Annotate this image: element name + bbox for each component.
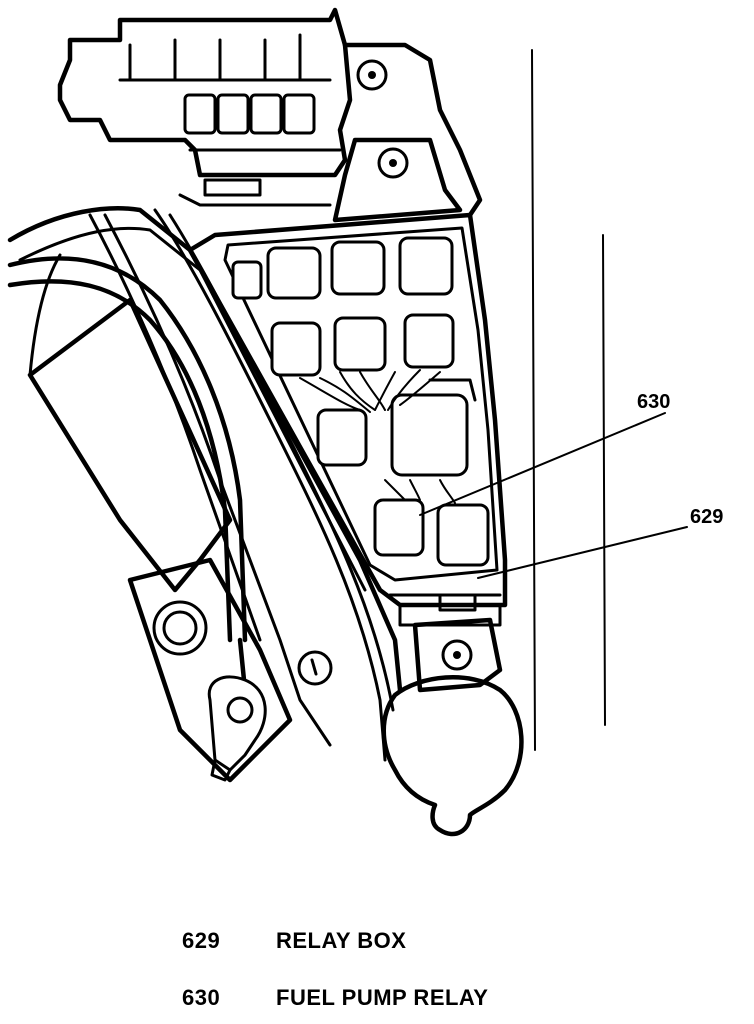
leader-629	[477, 526, 688, 579]
legend-row-629: 629 RELAY BOX	[0, 928, 754, 956]
ground-terminal	[207, 637, 267, 782]
body-panel-lines	[531, 49, 606, 751]
control-module	[27, 253, 333, 783]
callout-629: 629	[690, 506, 723, 528]
callout-630: 630	[637, 391, 670, 413]
legend-text: RELAY BOX	[276, 928, 407, 953]
upper-bracket	[332, 42, 483, 223]
legend-number: 630	[182, 985, 221, 1010]
legend-row-630: 630 FUEL PUMP RELAY	[0, 985, 754, 1013]
legend-text: FUEL PUMP RELAY	[276, 985, 489, 1010]
lower-bracket	[381, 617, 524, 837]
relays	[231, 236, 490, 567]
leader-630	[419, 412, 666, 516]
wiring-harness	[7, 206, 403, 762]
legend-number: 629	[182, 928, 221, 953]
upper-fuse-block	[57, 7, 353, 207]
callout-leaders	[419, 412, 688, 579]
